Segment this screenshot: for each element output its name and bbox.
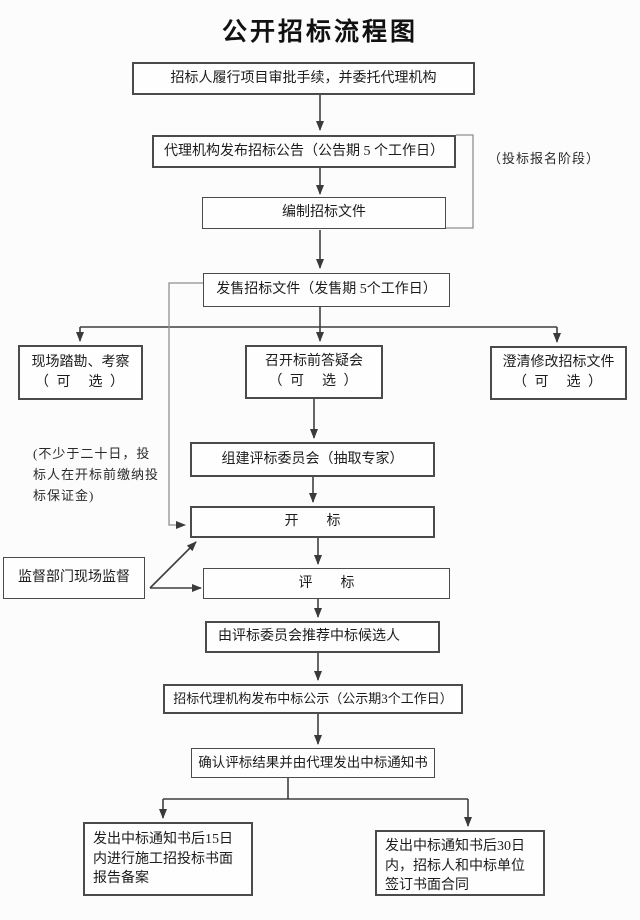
node-bid-evaluation-label: 评 标 xyxy=(298,575,355,591)
node-report-label: 发出中标通知书后15日内进行施工招投标书面报告备案 xyxy=(93,832,233,887)
node-qa-meeting-line1: 召开标前答疑会 xyxy=(265,354,363,370)
node-site-survey-line2: （ 可 选 ） xyxy=(35,374,126,390)
node-recommend-label: 由评标委员会推荐中标候选人 xyxy=(218,629,400,645)
page-title: 公开招标流程图 xyxy=(221,19,418,46)
node-committee-label: 组建评标委员会（抽取专家） xyxy=(221,451,404,467)
node-qa-meeting-line2: （ 可 选 ） xyxy=(268,374,360,389)
node-publicity: 招标代理机构发布中标公示（公示期3个工作日） xyxy=(163,684,463,714)
arrow-supervision-to-opening xyxy=(149,541,197,589)
node-recommend: 由评标委员会推荐中标候选人 xyxy=(205,621,440,653)
node-sell-docs: 发售招标文件（发售期 5个工作日） xyxy=(203,273,450,307)
node-prepare-docs-label: 编制招标文件 xyxy=(282,205,366,221)
node-bid-evaluation: 评 标 xyxy=(203,568,450,599)
node-confirm: 确认评标结果并由代理发出中标通知书 xyxy=(191,748,435,778)
node-announcement-label: 代理机构发布招标公告（公告期 5 个工作日） xyxy=(164,143,444,159)
bracket-registration-stage xyxy=(446,134,474,229)
node-clarify-line2: （ 可 选 ） xyxy=(513,375,604,390)
node-publicity-label: 招标代理机构发布中标公示（公示期3个工作日） xyxy=(173,690,453,706)
feedback-line-sell-to-opening xyxy=(168,282,203,529)
node-qa-meeting: 召开标前答疑会 （ 可 选 ） xyxy=(245,345,383,399)
node-approval-label: 招标人履行项目审批手续，并委托代理机构 xyxy=(170,70,437,86)
node-announcement: 代理机构发布招标公告（公告期 5 个工作日） xyxy=(152,135,456,168)
node-clarify-line1: 澄清修改招标文件 xyxy=(502,355,615,371)
node-prepare-docs: 编制招标文件 xyxy=(202,197,446,229)
node-approval: 招标人履行项目审批手续，并委托代理机构 xyxy=(132,62,475,95)
node-supervision-label: 监督部门现场监督 xyxy=(18,570,130,586)
node-bid-opening-label: 开 标 xyxy=(284,514,341,530)
node-clarify: 澄清修改招标文件 （ 可 选 ） xyxy=(490,346,627,400)
note-registration-stage: （投标报名阶段） xyxy=(488,151,601,166)
node-confirm-label: 确认评标结果并由代理发出中标通知书 xyxy=(198,754,428,770)
node-contract-label: 发出中标通知书后30日内，招标人和中标单位签订书面合同 xyxy=(385,839,525,894)
note-bid-deposit: (不少于二十日，投标人在开标前缴纳投标保证金) xyxy=(33,446,160,503)
node-site-survey: 现场踏勘、考察 （ 可 选 ） xyxy=(18,345,143,400)
node-bid-opening: 开 标 xyxy=(190,506,435,538)
node-supervision: 监督部门现场监督 xyxy=(3,557,145,599)
node-contract: 发出中标通知书后30日内，招标人和中标单位签订书面合同 xyxy=(375,830,545,896)
node-committee: 组建评标委员会（抽取专家） xyxy=(190,442,435,477)
node-report: 发出中标通知书后15日内进行施工招投标书面报告备案 xyxy=(83,822,253,896)
node-site-survey-line1: 现场踏勘、考察 xyxy=(31,354,130,370)
node-sell-docs-label: 发售招标文件（发售期 5个工作日） xyxy=(216,282,437,298)
